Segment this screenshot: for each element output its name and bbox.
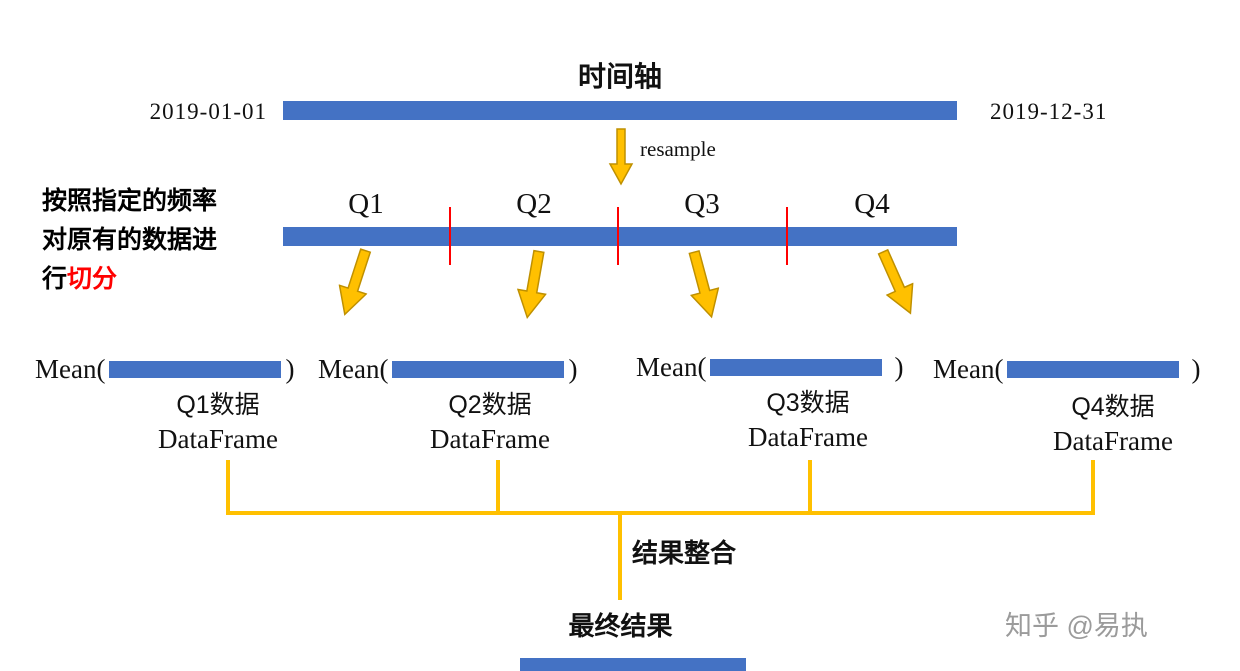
connector-stem-q4	[1091, 460, 1095, 515]
quarter-label-q2: Q2	[516, 188, 552, 220]
quarter-label-q3: Q3	[684, 188, 720, 220]
dataframe-type: DataFrame	[1053, 426, 1173, 456]
connector-stem-q2	[496, 460, 500, 515]
bottom-bar	[520, 658, 746, 671]
dataset-name: Q2数据	[448, 391, 532, 419]
frequency-annotation: 按照指定的频率 对原有的数据进 行切分	[42, 182, 282, 299]
split-arrow-icon-q3	[688, 249, 720, 319]
mean-expression-q3: Mean( )	[636, 352, 903, 383]
mean-suffix: )	[1191, 354, 1201, 384]
dataframe-type: DataFrame	[748, 422, 868, 452]
quarter-label-q1: Q1	[348, 188, 384, 220]
final-result-label: 最终结果	[568, 611, 673, 641]
mean-expression-q4: Mean( )	[933, 354, 1200, 385]
annotation-line-2: 对原有的数据进	[42, 226, 218, 254]
mean-prefix: Mean(	[318, 354, 389, 384]
dataset-name: Q1数据	[176, 391, 260, 419]
annotation-line-1: 按照指定的频率	[42, 187, 218, 215]
mean-suffix: )	[894, 352, 904, 382]
timeline-bar	[283, 101, 957, 120]
quarter-divider-tick	[617, 207, 619, 265]
mean-bar-q2	[392, 361, 565, 378]
mean-bar-q4	[1007, 361, 1180, 378]
mean-bar-q1	[109, 361, 282, 378]
integration-label: 结果整合	[632, 538, 737, 568]
connector-stem-q3	[808, 460, 812, 515]
dataframe-label-q2: Q2数据 DataFrame	[385, 388, 595, 456]
resample-down-arrow-icon	[608, 128, 634, 186]
dataframe-label-q3: Q3数据 DataFrame	[703, 386, 913, 454]
start-date-label: 2019-01-01	[149, 99, 267, 124]
dataframe-label-q1: Q1数据 DataFrame	[113, 388, 323, 456]
connector-horizontal	[226, 511, 1095, 515]
mean-suffix: )	[285, 354, 295, 384]
quarter-divider-tick	[449, 207, 451, 265]
mean-prefix: Mean(	[35, 354, 106, 384]
dataset-name: Q4数据	[1071, 393, 1155, 421]
split-arrow-icon-q1	[338, 248, 372, 316]
quarter-label-q4: Q4	[854, 188, 890, 220]
mean-suffix: )	[568, 354, 578, 384]
connector-center-stem	[618, 511, 622, 600]
quarter-divider-tick	[786, 207, 788, 265]
annotation-line-3-prefix: 行	[42, 265, 68, 293]
resample-label: resample	[640, 137, 716, 161]
connector-stem-q1	[226, 460, 230, 515]
dataframe-type: DataFrame	[430, 424, 550, 454]
mean-expression-q2: Mean( )	[318, 354, 577, 385]
mean-prefix: Mean(	[933, 354, 1004, 384]
dataframe-label-q4: Q4数据 DataFrame	[1008, 390, 1218, 458]
end-date-label: 2019-12-31	[990, 99, 1108, 124]
diagram-title: 时间轴	[577, 61, 662, 92]
mean-prefix: Mean(	[636, 352, 707, 382]
split-arrow-icon-q4	[877, 248, 914, 315]
annotation-line-3: 行切分	[42, 260, 282, 299]
watermark: 知乎 @易执	[1005, 611, 1148, 641]
annotation-split-highlight: 切分	[67, 265, 118, 293]
mean-expression-q1: Mean( )	[35, 354, 294, 385]
split-arrow-icon-q2	[516, 249, 547, 320]
quarter-bar	[283, 227, 957, 246]
dataframe-type: DataFrame	[158, 424, 278, 454]
dataset-name: Q3数据	[766, 389, 850, 417]
mean-bar-q3	[710, 359, 883, 376]
